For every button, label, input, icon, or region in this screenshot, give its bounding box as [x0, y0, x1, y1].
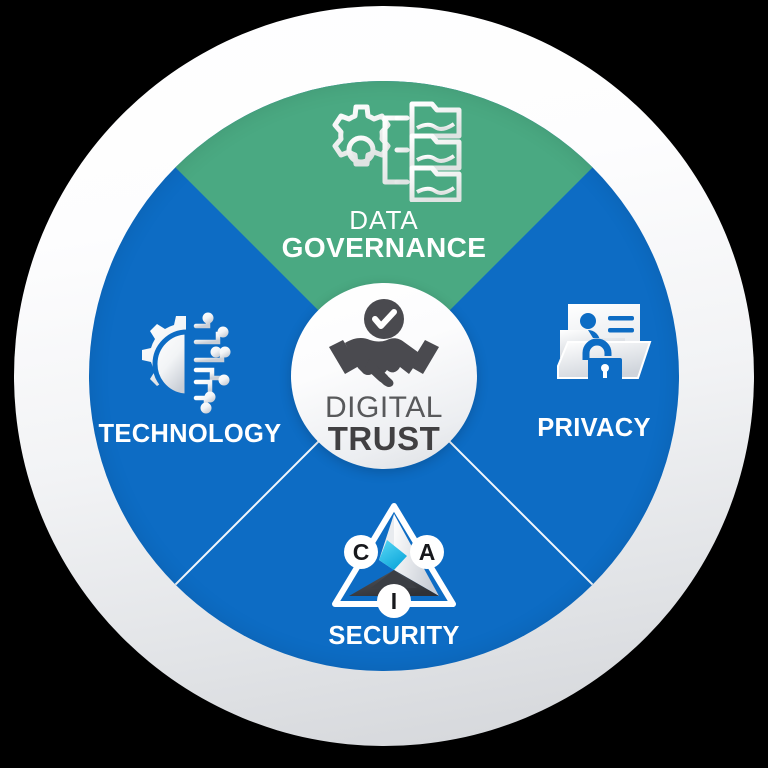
gear-circuit-icon — [130, 312, 250, 421]
badge-c: C — [353, 539, 370, 565]
folder-id-lock-icon — [536, 300, 652, 415]
badge-a: A — [419, 539, 436, 565]
segment-privacy[interactable]: PRIVACY — [506, 300, 682, 441]
badge-i: I — [391, 588, 397, 614]
segment-data-governance[interactable]: DATA GOVERNANCE — [254, 98, 514, 262]
label-line-governance: GOVERNANCE — [281, 231, 487, 263]
center-digital-trust[interactable]: DIGITAL TRUST — [291, 283, 477, 469]
gear-folders-icon — [300, 98, 468, 207]
segment-label-privacy: PRIVACY — [537, 414, 651, 442]
center-title: DIGITAL TRUST — [325, 391, 443, 457]
center-title-line2: TRUST — [327, 419, 441, 457]
segment-security[interactable]: C A I SECURITY — [306, 500, 482, 649]
label-line-data: DATA — [349, 205, 419, 235]
handshake-check-icon — [325, 299, 443, 392]
segment-label-data-governance: DATA GOVERNANCE — [282, 207, 487, 262]
segment-label-security: SECURITY — [328, 622, 460, 650]
segment-technology[interactable]: TECHNOLOGY — [86, 312, 294, 447]
cia-triad-icon: C A I — [327, 500, 461, 623]
segment-label-technology: TECHNOLOGY — [98, 420, 282, 448]
center-title-line1: DIGITAL — [325, 391, 443, 424]
